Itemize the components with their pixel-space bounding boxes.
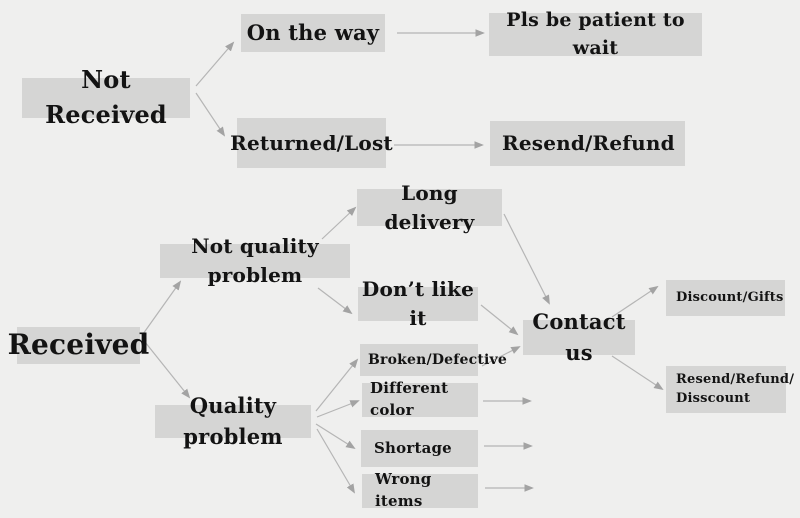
node-broken-defective: Broken/Defective [360,344,507,376]
arrow-dont-like-it-to-contact-us [480,304,519,336]
node-received: Received [8,327,149,364]
node-dont-like-it: Don’t like it [358,277,478,330]
node-not-quality-problem: Not quality problem [160,234,350,287]
arrow-quality-problem-to-wrong-items [316,428,355,494]
arrow-quality-problem-to-shortage [315,423,356,450]
arrow-contact-us-to-discount-gifts [611,285,659,318]
arrow-received-to-quality-problem [144,341,191,399]
arrow-received-to-not-quality-problem [142,280,182,335]
arrow-broken-defective-to-contact-us [481,346,521,367]
arrow-contact-us-to-resend-refund-disscount [611,355,664,391]
node-resend-refund-disscount: Resend/Refund/ Disscount [666,366,794,413]
arrow-not-received-to-on-the-way [195,41,235,87]
arrow-long-delivery-to-contact-us [503,213,550,305]
node-pls-be-patient: Pls be patient to wait [489,9,702,59]
arrow-quality-problem-to-broken-defective [315,358,359,412]
arrow-not-quality-problem-to-long-delivery [321,206,357,240]
node-resend-refund: Resend/Refund [490,121,685,166]
node-contact-us: Contact us [523,309,635,365]
arrow-quality-problem-to-different-color [316,400,360,418]
node-quality-problem: Quality problem [155,393,311,449]
arrow-not-quality-problem-to-dont-like-it [317,287,353,315]
node-different-color: Different color [362,379,478,419]
node-not-received: Not Received [22,65,190,129]
node-shortage: Shortage [361,430,478,467]
node-on-the-way: On the way [241,14,385,52]
node-returned-lost: Returned/Lost [230,118,393,168]
node-discount-gifts: Discount/Gifts [666,280,785,316]
node-wrong-items: Wrong items [362,470,478,510]
arrow-not-received-to-returned-lost [195,92,226,137]
node-long-delivery: Long delivery [357,181,502,234]
